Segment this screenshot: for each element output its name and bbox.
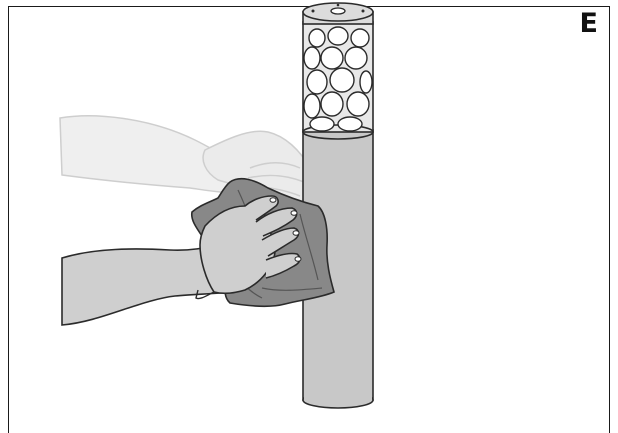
top-screw-right: [362, 10, 365, 13]
top-screw-left: [312, 10, 315, 13]
top-cap-hole: [331, 8, 345, 14]
top-screw-back: [337, 4, 340, 7]
